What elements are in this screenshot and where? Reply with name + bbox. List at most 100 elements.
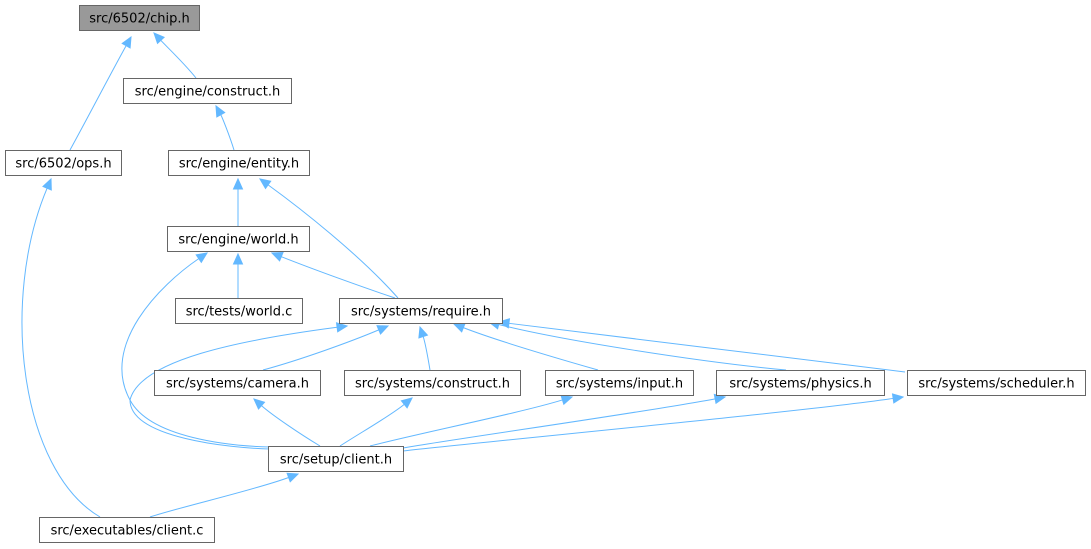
edge-line [149,477,289,518]
node-label: src/6502/ops.h [15,157,111,172]
node-box [5,150,122,176]
edge-line [402,398,716,449]
edge-line [262,329,379,371]
node-box [39,517,215,543]
node-label: src/systems/construct.h [355,377,510,392]
edge-line [422,336,431,371]
edge-line [261,405,321,447]
node-entity[interactable]: src/engine/entity.h [168,150,310,176]
edge-world_c-to-world_h [232,252,244,298]
edge-arrowhead [376,325,390,335]
node-box [154,370,321,396]
edge-line [463,327,599,371]
edge-arrowhead [253,398,266,410]
node-physics[interactable]: src/systems/physics.h [716,370,885,396]
edge-ops-to-chip [69,35,132,151]
edge-scheduler-to-require [497,318,906,373]
edge-line [121,258,271,448]
node-require[interactable]: src/systems/require.h [339,298,503,324]
node-label: src/engine/world.h [178,233,298,248]
edge-arrowhead [335,322,349,333]
node-scheduler[interactable]: src/systems/scheduler.h [907,370,1086,396]
node-box [168,150,310,176]
edge-arrowhead [153,32,166,45]
node-box [339,298,503,324]
edge-construct_sys-to-require [418,325,431,371]
edge-arrowhead [497,318,511,329]
edge-arrowhead [195,252,209,264]
node-label: src/6502/chip.h [89,12,189,27]
node-label: src/systems/input.h [556,377,683,392]
edge-line [220,114,235,151]
graph-nodes: src/6502/chip.h src/engine/construct.h src… [5,5,1086,543]
edge-line [129,326,338,450]
edge-world_h-to-entity [232,177,244,226]
edge-line [21,188,101,518]
node-chip: src/6502/chip.h [79,5,200,31]
edge-line [498,323,787,371]
edge-camera-to-require [262,325,390,371]
edge-client_h-to-require [129,322,349,450]
edge-client_c-to-client_h [149,472,300,518]
edge-arrowhead [891,393,905,404]
node-label: src/setup/client.h [280,453,392,468]
edge-line [69,45,127,151]
edge-client_h-to-camera [253,398,321,447]
edge-entity-to-construct_engine [215,104,235,151]
edge-require-to-entity [259,178,399,299]
edge-client_h-to-world_h [121,252,271,448]
node-ops[interactable]: src/6502/ops.h [5,150,122,176]
edge-construct_engine-to-chip [153,32,197,79]
edge-client_h-to-scheduler [402,393,905,452]
node-label: src/systems/camera.h [166,377,309,392]
edge-input-to-require [452,322,599,371]
node-box [907,370,1086,396]
edge-line [402,397,894,452]
edge-line [339,403,405,447]
graph-edges [21,32,906,518]
edge-line [508,322,906,373]
node-label: src/systems/physics.h [729,377,871,392]
edge-arrowhead [418,325,429,339]
node-box [716,370,885,396]
node-camera[interactable]: src/systems/camera.h [154,370,321,396]
node-label: src/executables/client.c [51,524,204,539]
node-box [167,226,310,252]
edge-client_h-to-input [369,395,574,447]
edge-client_c-to-ops [21,177,101,518]
node-label: src/engine/entity.h [179,157,299,172]
edge-line [160,40,197,79]
edge-line [369,399,563,447]
node-label: src/systems/scheduler.h [918,377,1074,392]
node-box [344,370,521,396]
edge-arrowhead [215,104,226,118]
node-world-c[interactable]: src/tests/world.c [175,298,303,324]
node-world-h[interactable]: src/engine/world.h [167,226,310,252]
node-box [123,78,292,104]
edge-arrowhead [452,322,466,333]
node-client-c[interactable]: src/executables/client.c [39,517,215,543]
node-input[interactable]: src/systems/input.h [545,370,694,396]
node-label: src/engine/construct.h [135,85,281,100]
node-construct-sys[interactable]: src/systems/construct.h [344,370,521,396]
node-box [545,370,694,396]
node-box [268,446,404,472]
edge-require-to-world_h [270,251,396,299]
node-label: src/tests/world.c [186,305,293,320]
node-construct-engine[interactable]: src/engine/construct.h [123,78,292,104]
edge-arrowhead [121,35,132,49]
edge-arrowhead [286,472,300,483]
node-box [175,298,303,324]
node-box [79,5,200,31]
edge-arrowhead [270,251,284,262]
node-client-h[interactable]: src/setup/client.h [268,446,404,472]
edge-arrowhead [560,395,574,406]
edge-arrowhead [400,397,413,409]
edge-physics-to-require [487,319,787,371]
edge-arrowhead [232,177,244,190]
edge-line [281,256,396,299]
edge-arrowhead [42,177,52,191]
edge-line [267,184,399,299]
edge-client_h-to-construct_sys [339,397,413,447]
